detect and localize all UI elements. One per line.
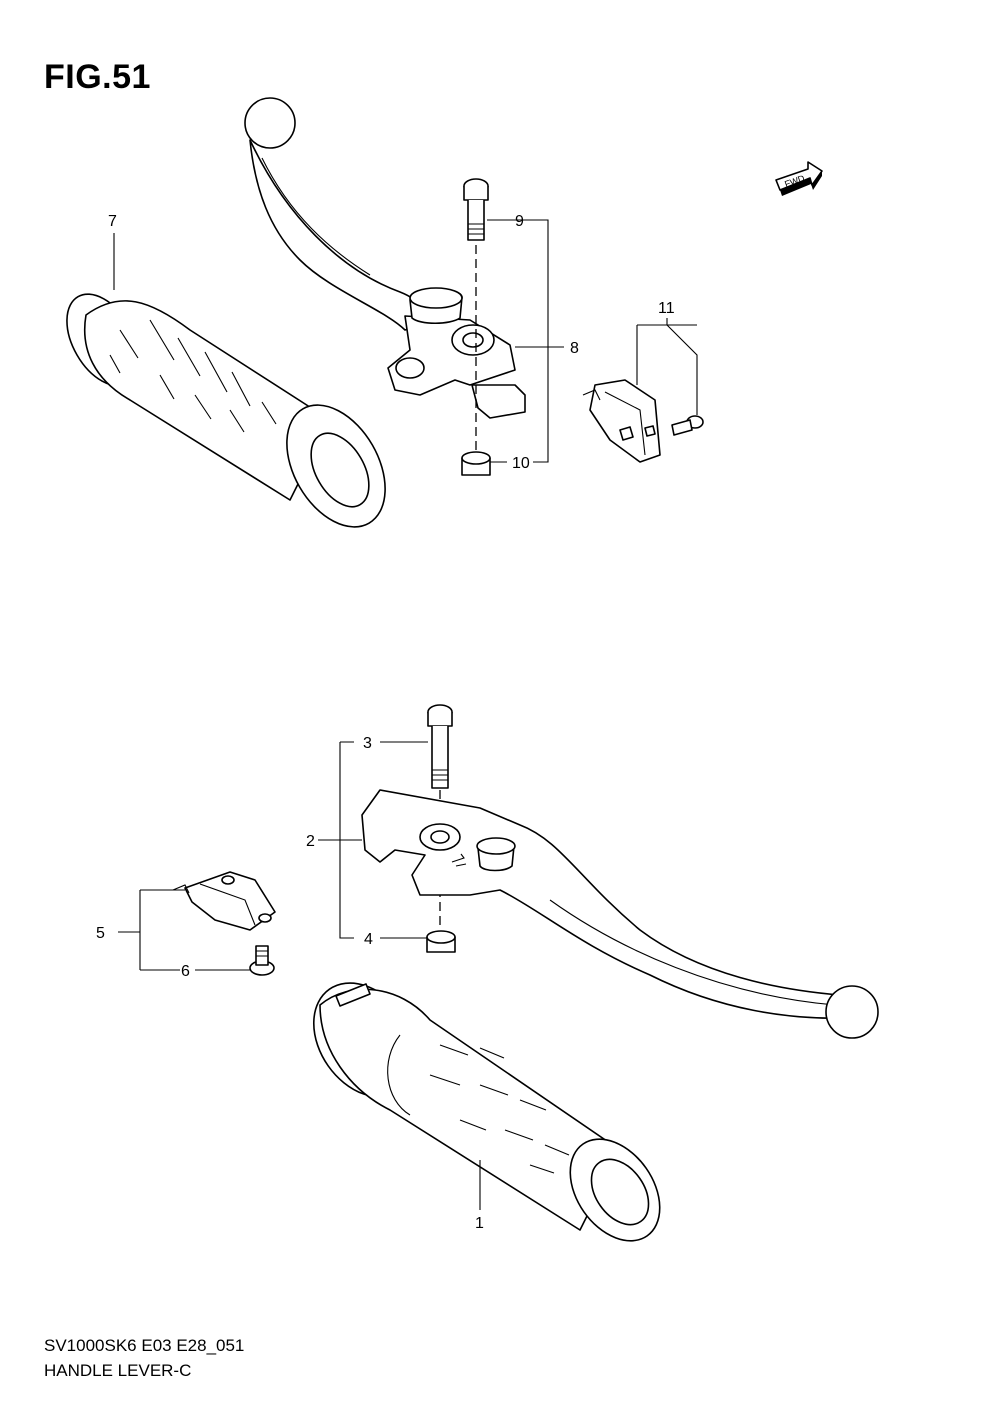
part-6-screw — [249, 945, 275, 976]
part-8-clutch-lever-assy — [244, 97, 526, 419]
part-2-brake-lever-assy — [361, 789, 879, 1039]
part-3-pivot-bolt — [427, 704, 453, 789]
callout-10: 10 — [512, 455, 530, 472]
callout-6: 6 — [181, 963, 190, 980]
callout-4: 4 — [364, 931, 373, 948]
model-code: SV1000SK6 E03 E28_051 — [44, 1336, 245, 1355]
callout-8: 8 — [570, 340, 579, 357]
part-9-pivot-bolt — [463, 178, 489, 241]
part-11-clutch-switch — [582, 379, 704, 463]
fwd-arrow-icon: FWD — [775, 161, 823, 196]
part-1-throttle-grip — [312, 982, 661, 1242]
callout-7: 7 — [108, 213, 117, 230]
figure-name: HANDLE LEVER-C — [44, 1361, 192, 1380]
leader-lines — [113, 219, 698, 1210]
part-5-brake-switch — [172, 871, 276, 931]
callout-11: 11 — [658, 300, 675, 317]
callout-labels: 7 9 8 10 11 3 2 4 5 6 1 — [96, 213, 675, 1232]
callout-9: 9 — [515, 213, 524, 230]
callout-1: 1 — [475, 1215, 484, 1232]
callout-5: 5 — [96, 925, 105, 942]
part-4-nut — [426, 930, 456, 953]
figure-title: FIG.51 — [44, 58, 151, 96]
part-7-left-grip — [66, 293, 386, 528]
part-10-nut — [461, 451, 491, 476]
callout-3: 3 — [363, 735, 372, 752]
callout-2: 2 — [306, 833, 315, 850]
